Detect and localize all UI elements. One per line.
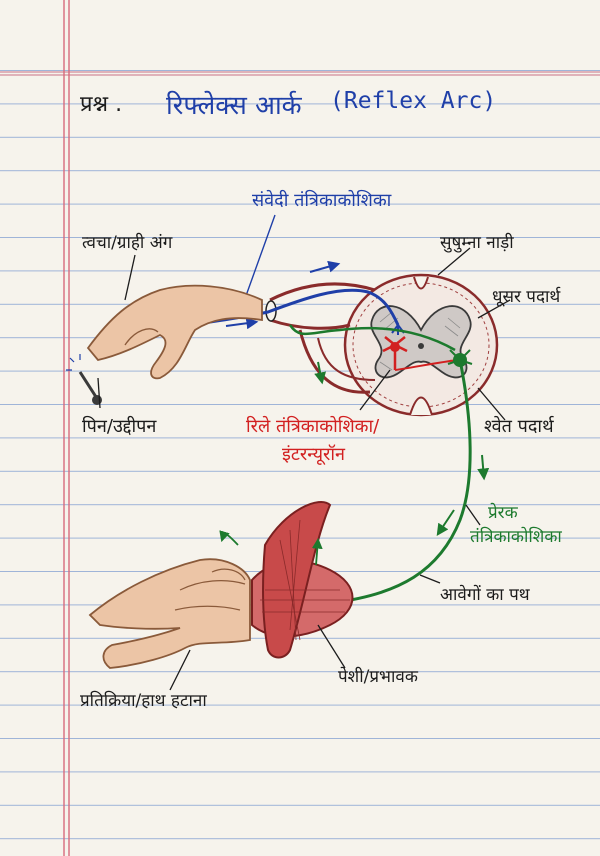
- question-prefix: प्रश्न .: [80, 92, 123, 117]
- label-white-matter: श्वेत पदार्थ: [484, 416, 554, 437]
- title-hindi: रिफ्लेक्स आर्क: [166, 91, 302, 121]
- label-muscle-effector: पेशी/प्रभावक: [338, 667, 418, 687]
- hand-withdrawing: [88, 558, 251, 669]
- label-skin-receptor: त्वचा/ग्राही अंग: [82, 233, 173, 253]
- label-pin-stimulus: पिन/उद्दीपन: [82, 416, 157, 437]
- label-grey-matter: धूसर पदार्थ: [492, 287, 561, 307]
- label-response: प्रतिक्रिया/हाथ हटाना: [80, 691, 207, 711]
- label-motor-neuron-1: प्रेरक: [488, 503, 518, 523]
- label-relay-neuron-2: इंटरन्यूरॉन: [282, 444, 346, 465]
- hand-touching-pin: [66, 254, 263, 409]
- title-english: (Reflex Arc): [330, 88, 497, 114]
- label-relay-neuron-1: रिले तंत्रिकाकोशिका/: [246, 416, 380, 437]
- label-impulse-path: आवेगों का पथ: [440, 585, 530, 605]
- muscle-effector: [169, 500, 354, 691]
- label-spinal-cord: सुषुम्ना नाड़ी: [440, 233, 514, 253]
- label-motor-neuron-2: तंत्रिकाकोशिका: [470, 527, 562, 547]
- label-sensory-neuron: संवेदी तंत्रिकाकोशिका: [252, 190, 392, 211]
